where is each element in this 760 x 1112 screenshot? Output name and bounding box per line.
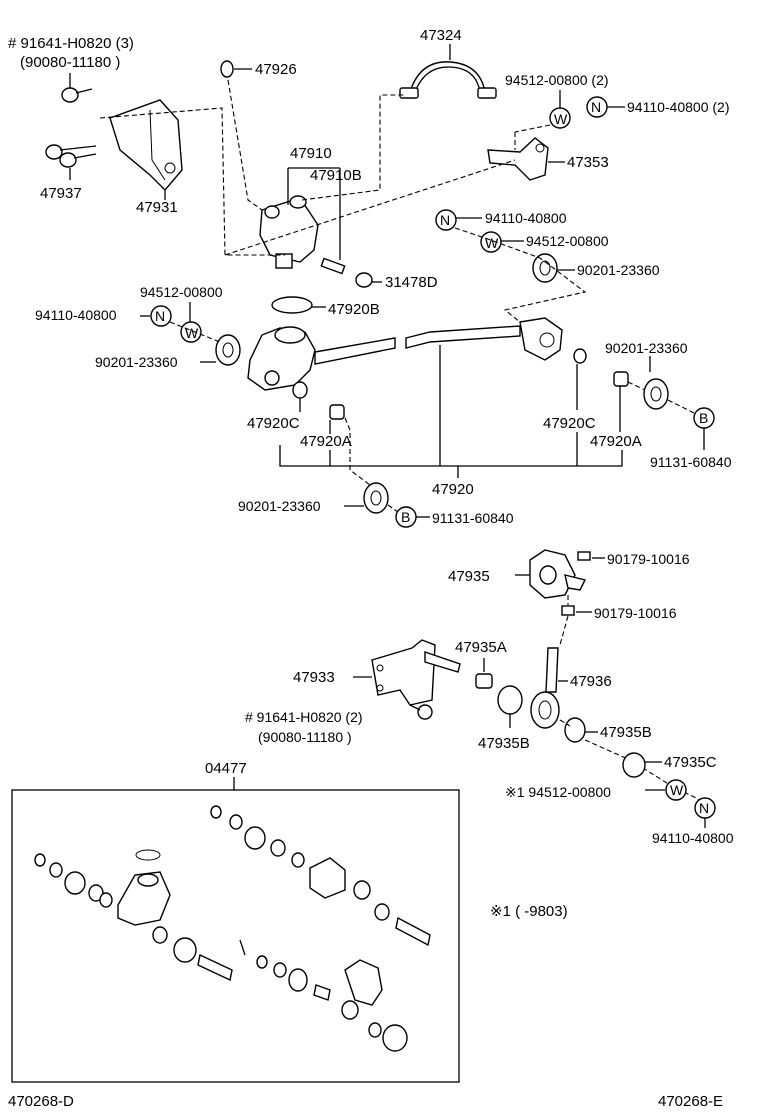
label-94512-00800: 94512-00800 (526, 233, 609, 249)
washer-90201-right (643, 378, 669, 410)
label-90201-23360-bottom: 90201-23360 (238, 498, 321, 514)
marker-n-text: N (699, 800, 709, 816)
diagram-code-e: 470268-E (658, 1093, 723, 1110)
bracket-47931 (109, 99, 183, 192)
label-47920a-right: 47920A (590, 433, 642, 450)
bushing-47920c (292, 381, 308, 399)
label-47936: 47936 (570, 673, 612, 690)
label-47920: 47920 (432, 481, 474, 498)
label-47935: 47935 (448, 568, 490, 585)
label-91641-h0820: # 91641-H0820 (3) (8, 35, 134, 52)
diagram-code-d: 470268-D (8, 1093, 74, 1110)
label-47324: 47324 (420, 27, 462, 44)
label-47920c: 47920C (247, 415, 300, 432)
marker-w (480, 231, 502, 253)
marker-b-text: B (401, 509, 410, 525)
footnote-9803: ※1 ( -9803) (490, 903, 568, 920)
sleeve-47920a (329, 404, 345, 420)
label-91641-h0820-2: # 91641-H0820 (2) (245, 709, 363, 725)
marker-n-text: N (440, 212, 450, 228)
kit-box-04477 (11, 789, 460, 1083)
bolt-47937 (45, 144, 97, 168)
rod-47920 (247, 317, 563, 391)
label-47910b: 47910B (310, 167, 362, 184)
label-90179-10016: 90179-10016 (607, 551, 690, 567)
label-47920a: 47920A (300, 433, 352, 450)
washer-90201-bottom (363, 482, 389, 514)
label-94110-40800-2: 94110-40800 (2) (627, 99, 729, 115)
label-90179-10016-lower: 90179-10016 (594, 605, 677, 621)
kit-parts (34, 805, 431, 1052)
label-47910: 47910 (290, 145, 332, 162)
ring-47926 (220, 60, 234, 78)
label-94110-40800-bottom: 94110-40800 (652, 830, 734, 846)
clip-47920b (271, 296, 313, 314)
label-47937: 47937 (40, 185, 82, 202)
marker-n (435, 209, 457, 231)
rod-47936 (530, 647, 560, 729)
bushing-47935b (497, 685, 523, 715)
label-47353: 47353 (567, 154, 609, 171)
hose-47324 (399, 61, 497, 99)
lever-47935 (529, 549, 587, 599)
label-47935c: 47935C (664, 754, 717, 771)
bolt-91641-lower (417, 704, 433, 720)
bushing-47920c-right (573, 348, 587, 364)
label-04477: 04477 (205, 760, 247, 777)
washer-90201-left (215, 334, 241, 366)
label-31478d: 31478D (385, 274, 438, 291)
label-90201-23360-right: 90201-23360 (605, 340, 688, 356)
marker-w-text: W (485, 235, 499, 251)
marker-n-text: N (591, 99, 601, 115)
label-47920c-right: 47920C (543, 415, 596, 432)
label-94110-40800: 94110-40800 (485, 210, 567, 226)
label-94110-40800-left: 94110-40800 (35, 307, 117, 323)
label-47935b-left: 47935B (478, 735, 530, 752)
bushing-47935b-right (564, 717, 586, 743)
label-94512-00800-2: 94512-00800 (2) (505, 72, 609, 88)
label-47931: 47931 (136, 199, 178, 216)
label-91131-60840-right: 91131-60840 (650, 454, 732, 470)
marker-w-text: W (185, 325, 199, 341)
label-47926: 47926 (255, 61, 297, 78)
label-90201-23360-left: 90201-23360 (95, 354, 178, 370)
label-90201-23360: 90201-23360 (577, 262, 660, 278)
label-47933: 47933 (293, 669, 335, 686)
bolt-91641 (61, 87, 93, 103)
valve-47910 (259, 195, 319, 269)
marker-n (150, 305, 172, 327)
marker-w (549, 107, 571, 129)
nut-90179-lower (561, 605, 575, 616)
sleeve-47920a-right (613, 371, 629, 387)
label-90080-11180: (90080-11180 ) (20, 54, 120, 71)
sleeve-47935a (475, 673, 493, 689)
fitting-47910b (320, 257, 346, 275)
nut-90179 (577, 551, 591, 561)
marker-w (180, 321, 202, 343)
label-94512-00800-footnote: ※1 94512-00800 (505, 784, 611, 800)
marker-w-text: W (670, 782, 684, 798)
washer-90201 (532, 253, 558, 283)
cap-31478d (355, 272, 373, 288)
bracket-47933 (371, 639, 461, 706)
label-94512-00800-left: 94512-00800 (140, 284, 223, 300)
label-91131-60840-bottom: 91131-60840 (432, 510, 514, 526)
washer-47935c (622, 752, 646, 778)
label-47935b-right: 47935B (600, 724, 652, 741)
marker-w (665, 779, 687, 801)
marker-n-text: N (155, 308, 165, 324)
label-47935a: 47935A (455, 639, 507, 656)
label-90080-11180-lower: (90080-11180 ) (258, 729, 352, 745)
bracket-47353 (487, 137, 549, 181)
marker-w-text: W (554, 111, 568, 127)
label-47920b: 47920B (328, 301, 380, 318)
marker-b-text: B (699, 410, 708, 426)
